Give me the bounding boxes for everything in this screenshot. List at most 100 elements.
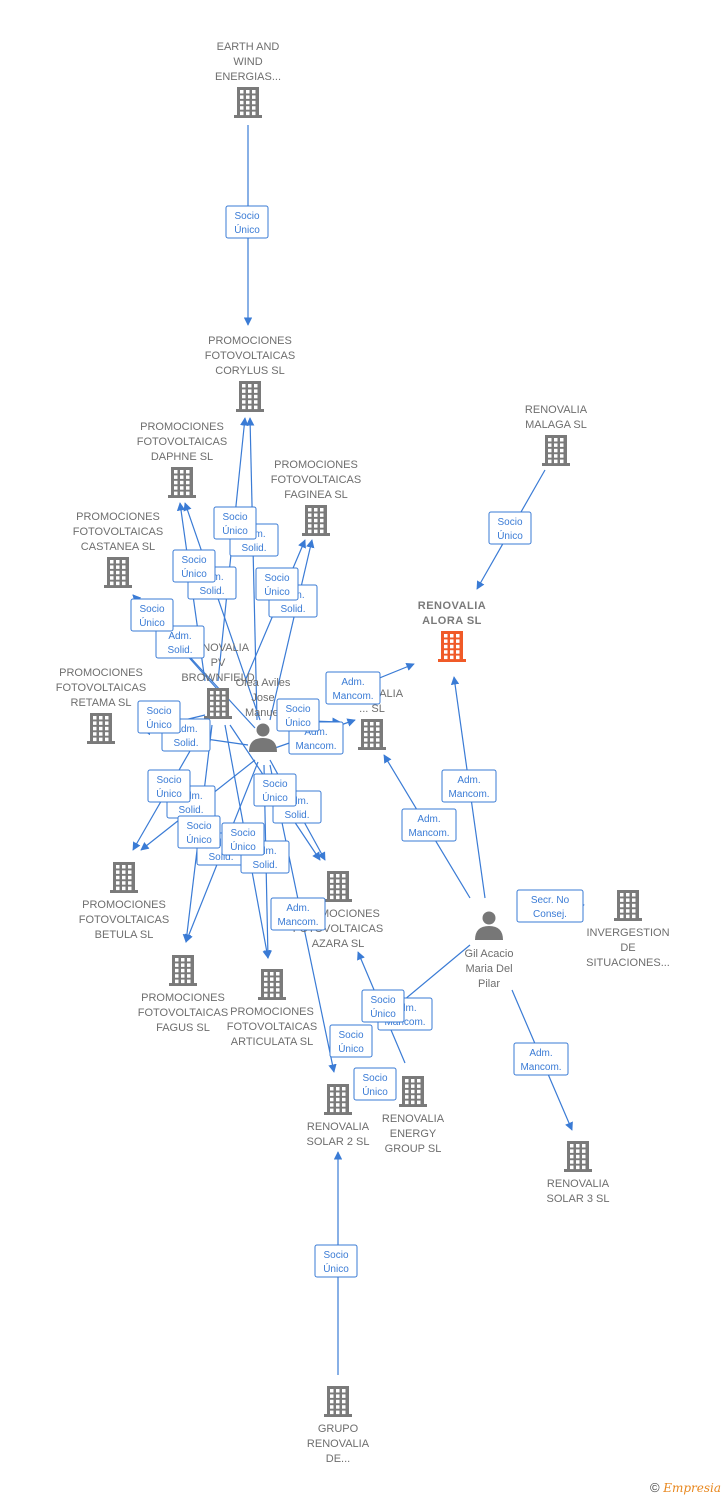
- building-icon: [324, 871, 352, 902]
- edge-label-text: Único: [323, 1262, 349, 1275]
- node-label: RENOVALIA: [547, 1178, 610, 1190]
- node-label: PROMOCIONES: [82, 899, 166, 911]
- building-icon: [168, 467, 196, 498]
- node-label: FOTOVOLTAICAS: [205, 350, 295, 362]
- node-earth[interactable]: EARTH ANDWINDENERGIAS...: [215, 41, 281, 118]
- node-label: MALAGA SL: [525, 419, 587, 431]
- edge-label[interactable]: Adm.Mancom.: [513, 1042, 569, 1076]
- edge-label[interactable]: Adm. Mancom.: [441, 769, 497, 803]
- node-label: Maria Del: [465, 963, 512, 975]
- node-invergestion[interactable]: INVERGESTIONDESITUACIONES...: [586, 890, 670, 969]
- edge-label-text: Único: [370, 1007, 396, 1020]
- edge-arrow: [245, 417, 258, 721]
- edge-arrow: [269, 539, 315, 721]
- edge-label-text: Socio: [497, 517, 522, 528]
- edge-label-text: Adm.: [457, 775, 480, 786]
- edge-label-text: Único: [181, 567, 207, 580]
- brand-logo[interactable]: Empresia: [663, 1481, 722, 1495]
- edge-label-text: Socio: [262, 779, 287, 790]
- edge-label[interactable]: Adm.Mancom.: [270, 897, 326, 931]
- building-icon: [324, 1386, 352, 1417]
- node-label: ALORA SL: [422, 615, 482, 627]
- edge-label-text: Socio: [230, 828, 255, 839]
- node-label: RETAMA SL: [71, 697, 132, 709]
- building-icon: [236, 381, 264, 412]
- edge-label-text: Socio: [139, 604, 164, 615]
- node-label: DE: [620, 942, 635, 954]
- node-label: DE...: [326, 1453, 350, 1465]
- edge-label[interactable]: Adm.Solid.: [155, 625, 205, 659]
- building-icon: [438, 631, 466, 662]
- building-icon: [614, 890, 642, 921]
- node-label: FOTOVOLTAICAS: [138, 1007, 228, 1019]
- edge-label-text: Solid.: [173, 738, 198, 749]
- edge-label-text: Mancom.: [448, 789, 489, 800]
- building-icon: [104, 557, 132, 588]
- node-label: RENOVALIA: [525, 404, 588, 416]
- edge-label-text: Socio: [362, 1073, 387, 1084]
- edge-label-text: Único: [222, 524, 248, 537]
- building-icon: [234, 87, 262, 118]
- node-label: PROMOCIONES: [230, 1006, 314, 1018]
- node-grupo[interactable]: GRUPORENOVALIADE...: [307, 1386, 370, 1465]
- node-label: FOTOVOLTAICAS: [79, 914, 169, 926]
- copyright-symbol: ©: [650, 1480, 660, 1495]
- node-label: WIND: [233, 56, 262, 68]
- building-icon: [258, 969, 286, 1000]
- edge-label[interactable]: Adm.Mancom.: [401, 808, 457, 842]
- node-label: Pilar: [478, 978, 500, 990]
- edge-label-text: Socio: [156, 775, 181, 786]
- node-label: FOTOVOLTAICAS: [137, 436, 227, 448]
- node-label: PROMOCIONES: [208, 335, 292, 347]
- building-icon: [169, 955, 197, 986]
- node-retama[interactable]: PROMOCIONES FOTOVOLTAICAS RETAMA SL: [56, 667, 146, 744]
- edge-label-text: Mancom.: [384, 1017, 425, 1028]
- edge-label-text: Socio: [146, 706, 171, 717]
- node-label: FOTOVOLTAICAS: [73, 526, 163, 538]
- edge-label-text: Socio: [338, 1030, 363, 1041]
- node-label: PROMOCIONES: [59, 667, 143, 679]
- node-malaga[interactable]: RENOVALIA MALAGA SL: [525, 404, 588, 466]
- node-label: FOTOVOLTAICAS: [56, 682, 146, 694]
- edge-label-text: Adm.: [174, 724, 197, 735]
- node-label: FAGUS SL: [156, 1022, 210, 1034]
- edge-label-text: Socio: [370, 995, 395, 1006]
- edge-label-text: Único: [139, 616, 165, 629]
- edge-label-text: Único: [264, 585, 290, 598]
- node-label: Olea Aviles: [236, 677, 291, 689]
- node-label: PROMOCIONES: [140, 421, 224, 433]
- edge-label-text: Solid.: [167, 645, 192, 656]
- edge-label[interactable]: Adm.Mancom.: [325, 671, 381, 705]
